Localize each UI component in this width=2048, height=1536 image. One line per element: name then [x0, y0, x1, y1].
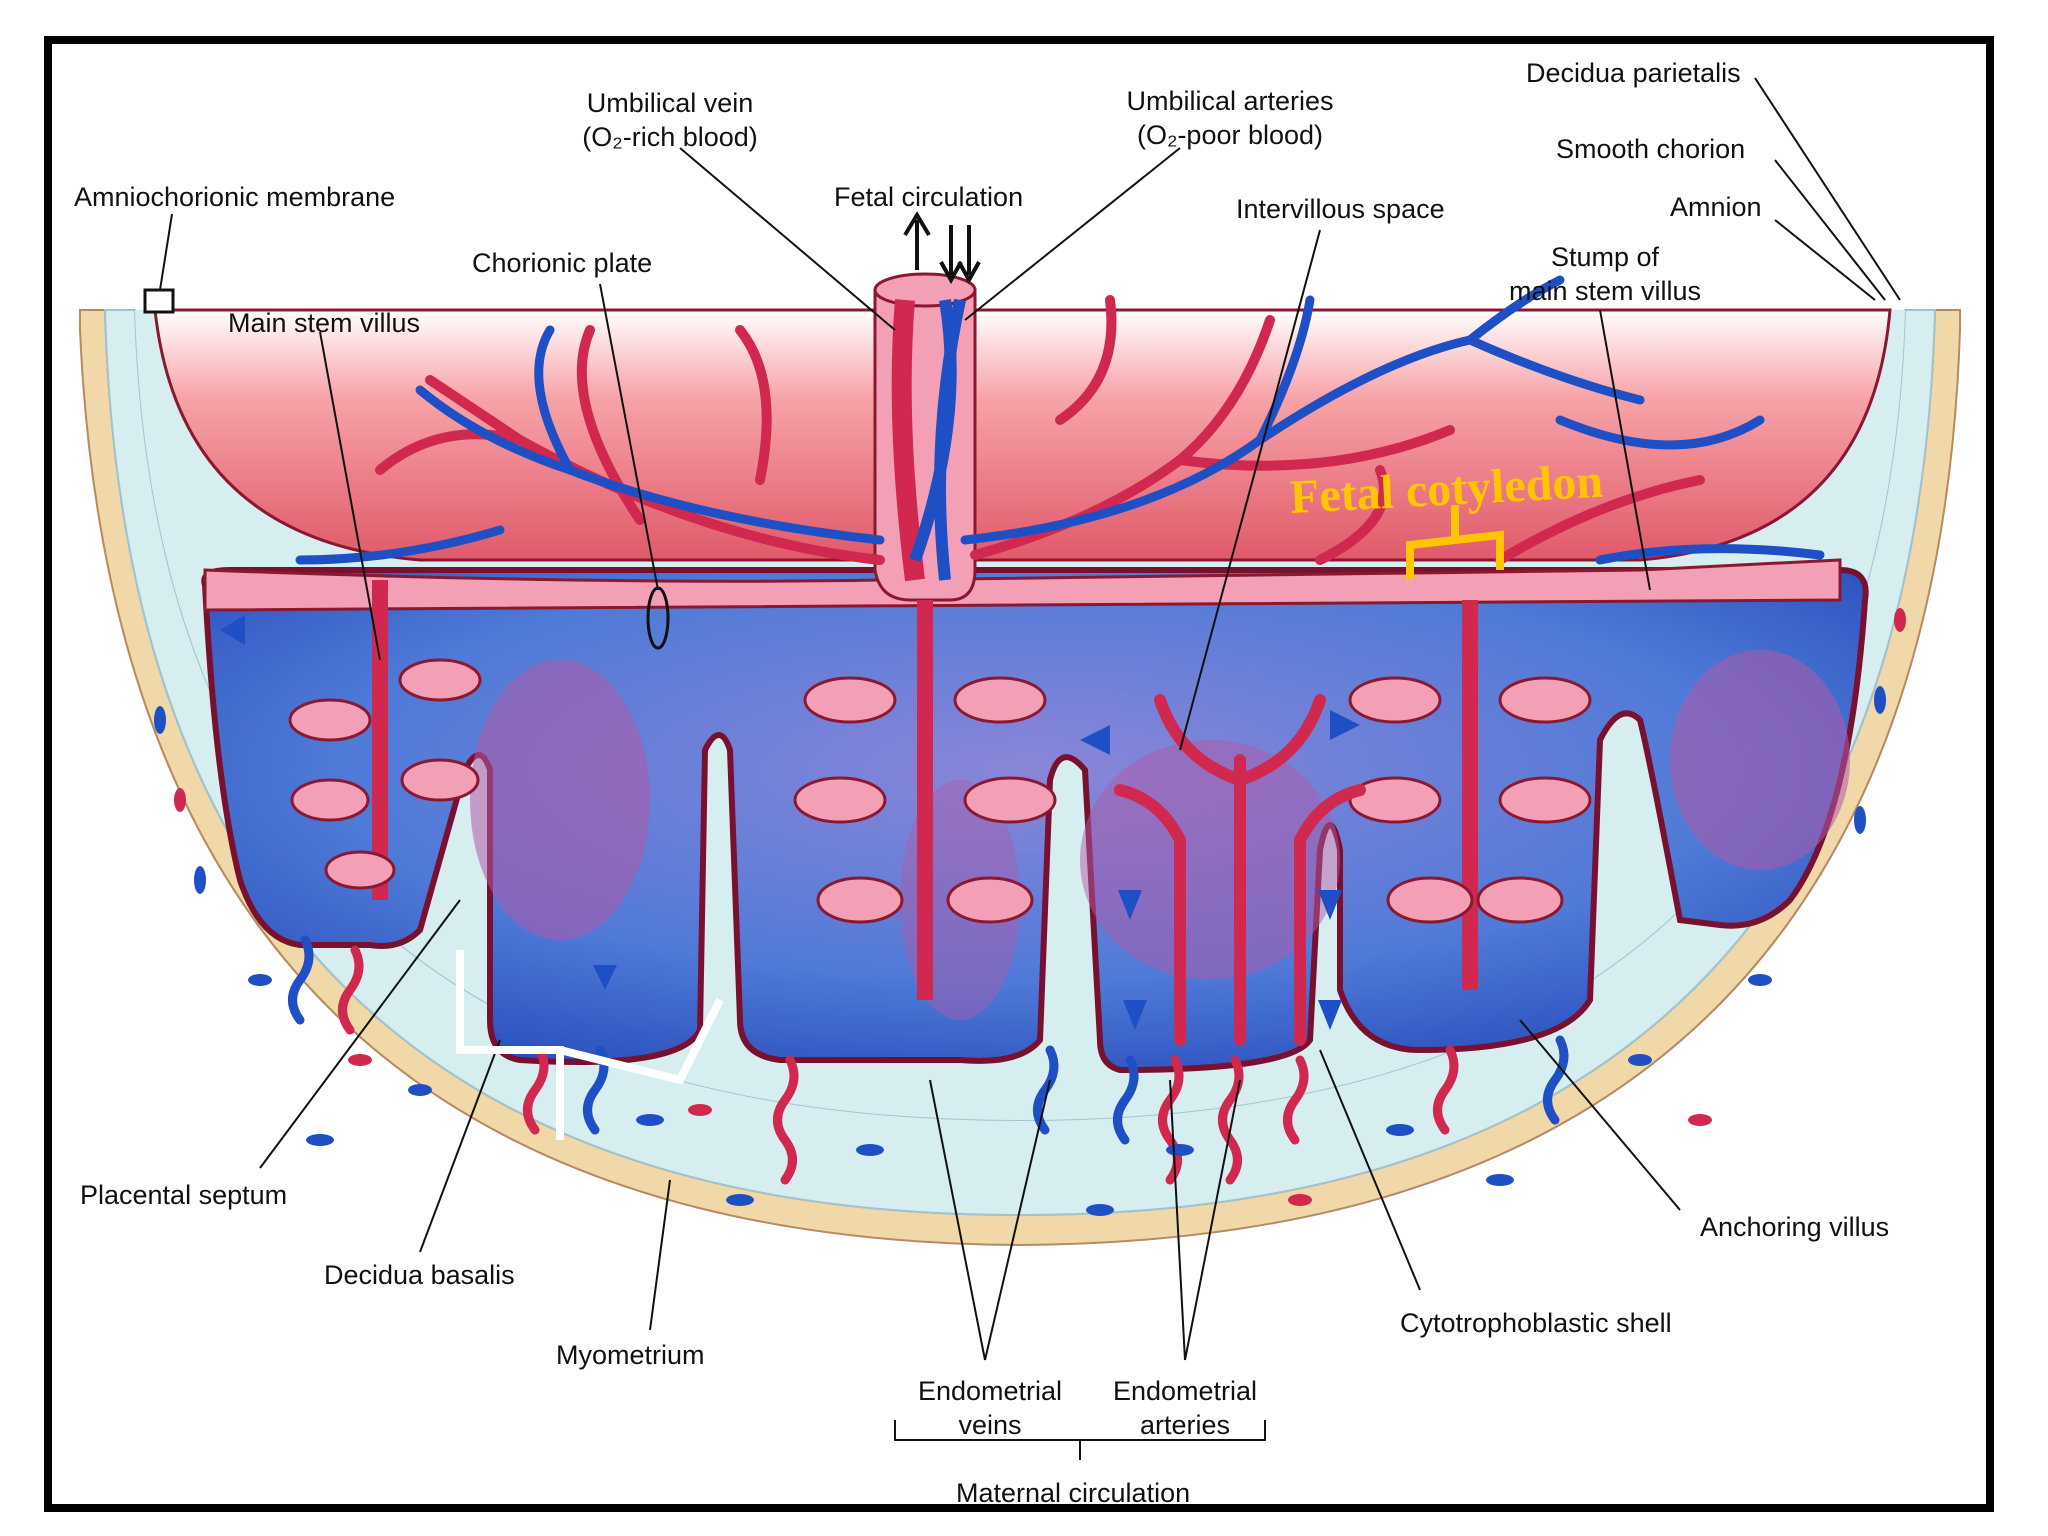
fetal-circulation-arrow-down [939, 225, 963, 285]
leader-lines [159, 77, 1901, 1460]
label-umbilical-arteries-line2: (O₂-poor blood) [1136, 120, 1324, 150]
label-chorionic-plate: Chorionic plate [472, 248, 653, 278]
cotyledon-bracket-yellow [1406, 505, 1504, 580]
label-stump-line1: Stump of [1550, 242, 1660, 272]
villous-tree [288, 580, 482, 900]
label-placental-septum: Placental septum [80, 1180, 288, 1210]
label-endometrial-arteries: Endometrial arteries [1090, 1374, 1280, 1442]
maternal-blood-cloud [470, 660, 650, 940]
decidual-cells [154, 686, 1886, 1216]
label-anchoring-villus: Anchoring villus [1700, 1212, 1890, 1242]
amniochorionic-marker [143, 288, 175, 314]
label-umbilical-vein: Umbilical vein (O₂-rich blood) [555, 86, 785, 154]
villous-tree [1348, 600, 1592, 990]
umbilical-vein [891, 299, 925, 582]
fetal-surface [153, 308, 1892, 562]
label-amniochorionic-membrane: Amniochorionic membrane [74, 182, 396, 212]
label-endometrial-veins-line2: veins [958, 1410, 1022, 1440]
label-smooth-chorion: Smooth chorion [1556, 134, 1746, 164]
fetal-circulation-arrow-up [903, 211, 931, 270]
label-fetal-circulation: Fetal circulation [834, 182, 1024, 212]
intervillous-space [201, 567, 1869, 1074]
label-umbilical-arteries-line1: Umbilical arteries [1126, 86, 1334, 116]
cotyledon-bracket-white [456, 950, 724, 1140]
label-umbilical-vein-line1: Umbilical vein [586, 88, 754, 118]
umbilical-artery [934, 298, 966, 581]
maternal-blood-cloud [1670, 650, 1850, 870]
label-intervillous-space: Intervillous space [1236, 194, 1445, 224]
label-umbilical-vein-line2: (O₂-rich blood) [582, 122, 758, 152]
endometrial-arteries [338, 945, 1459, 1185]
villous-tree [793, 600, 1057, 1000]
flow-arrows [220, 615, 1360, 1030]
label-decidua-basalis: Decidua basalis [324, 1260, 515, 1290]
maternal-arterial-jet [1114, 694, 1366, 1046]
label-stump-of-main-stem-villus: Stump of main stem villus [1490, 240, 1720, 308]
label-endometrial-veins: Endometrial veins [900, 1374, 1080, 1442]
label-amnion: Amnion [1670, 192, 1762, 222]
label-umbilical-arteries: Umbilical arteries (O₂-poor blood) [1090, 84, 1370, 152]
fetal-circulation-arrow-down [957, 225, 981, 285]
label-endometrial-arteries-line2: arteries [1139, 1410, 1231, 1440]
label-cytotrophoblastic-shell: Cytotrophoblastic shell [1400, 1308, 1672, 1338]
chorionic-veins [295, 275, 1825, 565]
label-decidua-parietalis: Decidua parietalis [1526, 58, 1741, 88]
label-stump-line2: main stem villus [1508, 276, 1702, 306]
label-main-stem-villus: Main stem villus [228, 308, 421, 338]
label-endometrial-arteries-line1: Endometrial [1112, 1376, 1258, 1406]
umbilical-cord [873, 288, 977, 602]
label-myometrium: Myometrium [556, 1340, 705, 1370]
label-endometrial-veins-line1: Endometrial [917, 1376, 1063, 1406]
label-maternal-circulation: Maternal circulation [956, 1478, 1191, 1508]
decidual-cells-red [174, 608, 1906, 1206]
